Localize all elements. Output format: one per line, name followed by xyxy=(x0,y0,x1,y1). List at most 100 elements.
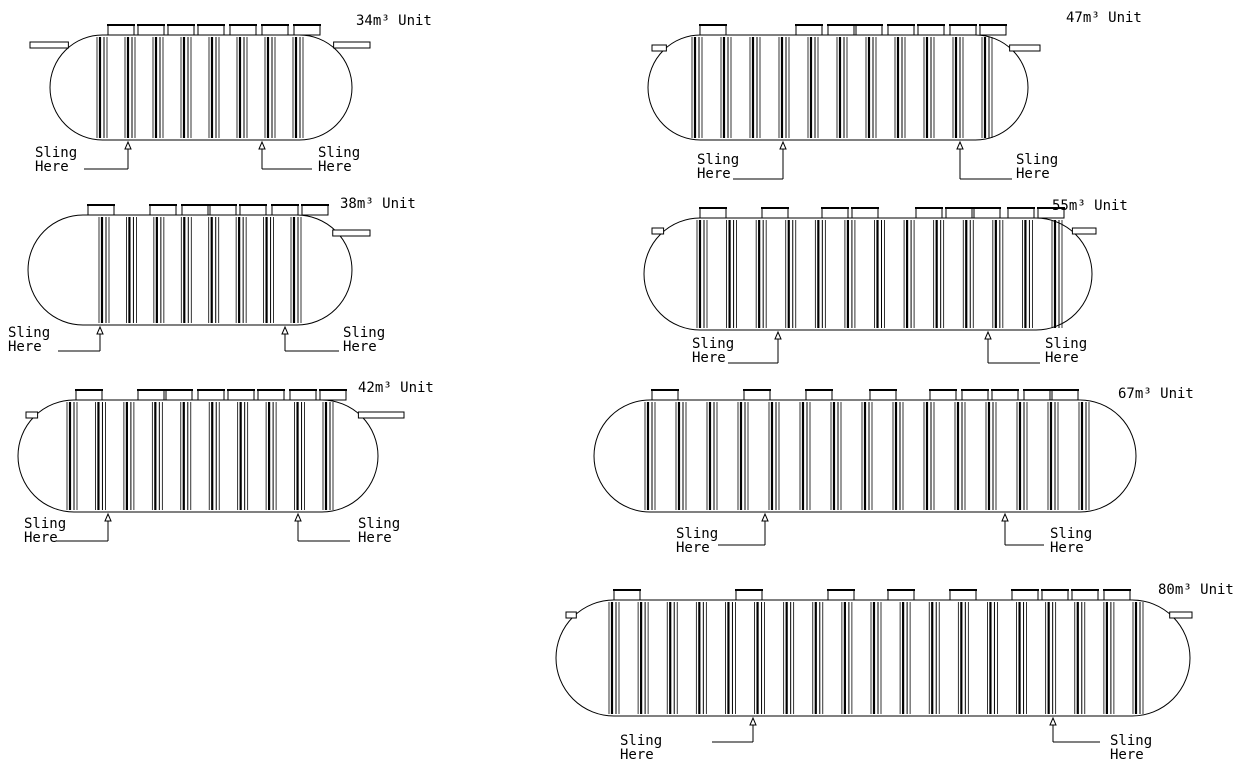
sling-label: Sling xyxy=(1016,152,1058,168)
here-label: Here xyxy=(620,747,654,763)
tank-rib xyxy=(954,402,966,510)
tank-body xyxy=(27,214,353,326)
tank-rib xyxy=(1022,220,1033,328)
access-hatch xyxy=(1023,389,1051,401)
access-hatch xyxy=(827,589,855,601)
tank-rib xyxy=(892,402,904,510)
tank-rib xyxy=(865,37,877,138)
access-hatch xyxy=(149,204,177,216)
access-hatch xyxy=(227,389,255,401)
tank-rib xyxy=(923,402,935,510)
tank-rib xyxy=(768,402,780,510)
tank-rib xyxy=(836,37,848,138)
tank-rib xyxy=(1016,402,1028,510)
tank-rib xyxy=(98,217,110,323)
access-hatch xyxy=(795,24,823,36)
here-label: Here xyxy=(697,166,731,182)
tank-rib xyxy=(208,37,220,138)
access-hatch xyxy=(319,389,347,401)
here-label: Here xyxy=(1110,747,1144,763)
tank-rib xyxy=(294,402,305,510)
sling-label: Sling xyxy=(24,516,66,532)
tank-rib xyxy=(726,220,737,328)
outlet-pipe xyxy=(1071,227,1097,235)
here-label: Here xyxy=(1016,166,1050,182)
outlet-pipe xyxy=(332,229,371,237)
tank-rib xyxy=(637,602,649,714)
tank-rib xyxy=(754,602,765,714)
access-hatch xyxy=(699,207,727,219)
sling-label: Sling xyxy=(676,526,718,542)
access-hatch xyxy=(945,207,973,219)
tank-rib xyxy=(264,37,276,138)
inlet-pipe xyxy=(29,41,69,49)
access-hatch xyxy=(239,204,267,216)
access-hatch xyxy=(761,207,789,219)
access-hatch xyxy=(1011,589,1039,601)
access-hatch xyxy=(821,207,849,219)
access-hatch xyxy=(257,389,285,401)
access-hatch xyxy=(735,589,763,601)
access-hatch xyxy=(855,24,883,36)
tank-rib xyxy=(987,602,998,714)
access-hatch xyxy=(271,204,299,216)
tank-rib xyxy=(290,217,302,323)
access-hatch xyxy=(87,204,115,216)
tank-rib xyxy=(903,220,915,328)
access-hatch xyxy=(137,389,165,401)
access-hatch xyxy=(107,24,135,36)
access-hatch xyxy=(979,24,1007,36)
tank-body xyxy=(49,34,353,141)
sling-label: Sling xyxy=(1110,733,1152,749)
access-hatch xyxy=(651,389,679,401)
inlet-pipe xyxy=(565,611,577,619)
tank-rib xyxy=(844,220,856,328)
sling-label: Sling xyxy=(697,152,739,168)
unit-title: 42m³ Unit xyxy=(358,380,434,396)
tank-rib xyxy=(696,220,708,328)
tank-rib xyxy=(644,402,656,510)
access-hatch xyxy=(167,24,195,36)
tank-rib xyxy=(957,602,969,714)
tank-rib xyxy=(749,37,761,138)
tank-rib xyxy=(152,37,164,138)
sling-label: Sling xyxy=(620,733,662,749)
tank-rib xyxy=(123,402,135,510)
access-hatch xyxy=(949,24,977,36)
access-hatch xyxy=(229,24,257,36)
tank-rib xyxy=(783,602,795,714)
access-hatch xyxy=(1103,589,1131,601)
tank-rib xyxy=(874,220,885,328)
tank-rib xyxy=(1078,402,1090,510)
here-label: Here xyxy=(692,350,726,366)
here-label: Here xyxy=(1050,540,1084,556)
tank-rib xyxy=(126,217,137,323)
tank-rib xyxy=(992,220,1004,328)
tank-rib xyxy=(928,602,940,714)
tank-rib xyxy=(1047,402,1059,510)
here-label: Here xyxy=(24,530,58,546)
sling-label: Sling xyxy=(1050,526,1092,542)
tank-rib xyxy=(180,402,192,510)
tank-rib xyxy=(755,220,767,328)
unit-title: 47m³ Unit xyxy=(1066,10,1142,26)
access-hatch xyxy=(209,204,237,216)
tank-rib xyxy=(720,37,732,138)
here-label: Here xyxy=(1045,350,1079,366)
tank-rib xyxy=(151,402,163,510)
unit-title: 67m³ Unit xyxy=(1118,386,1194,402)
access-hatch xyxy=(991,389,1019,401)
tank-rib xyxy=(962,220,974,328)
